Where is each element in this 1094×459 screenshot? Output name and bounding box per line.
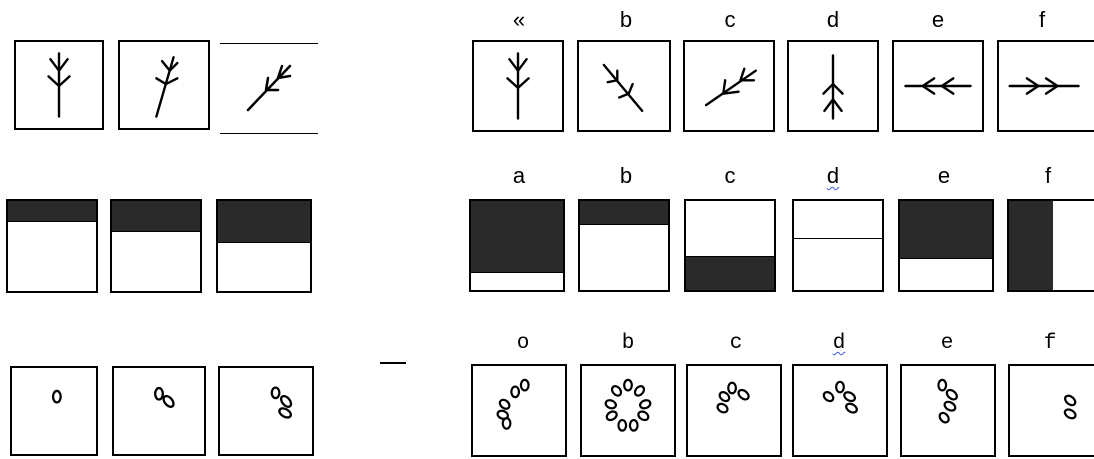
seed-chain-four-icon (937, 378, 958, 424)
row1-label-a: « (512, 7, 526, 32)
row2-option-b[interactable] (578, 199, 670, 292)
row1-label-d: d (826, 7, 840, 32)
row3-label-b: b (621, 332, 635, 355)
row1-label-e: e (931, 7, 945, 32)
branch-seq-1 (14, 40, 104, 130)
seed-cluster-four-icon (716, 381, 750, 414)
branch-seq-2 (118, 40, 210, 130)
row1-option-a[interactable] (472, 40, 564, 132)
shade-seq-1 (6, 199, 98, 293)
row1-option-c[interactable] (683, 40, 775, 132)
branch-left-icon (904, 77, 972, 95)
seed-pair-icon (1063, 394, 1077, 420)
row3-option-b[interactable] (580, 364, 676, 457)
row1-label-b: b (619, 7, 633, 32)
row2-option-f[interactable] (1007, 199, 1094, 292)
dash-separator (380, 362, 406, 364)
branch-upright-icon (506, 52, 530, 120)
row3-label-f: f (1043, 332, 1057, 355)
row2-label-e: e (937, 163, 951, 188)
seq-3-top-line (220, 43, 318, 44)
seed-two-icon (154, 386, 175, 408)
row2-label-b: b (619, 163, 633, 188)
row2-option-c[interactable] (684, 199, 776, 292)
branch-up-right-icon (704, 67, 757, 107)
row3-option-d[interactable] (792, 364, 888, 457)
seed-seq-3 (218, 366, 314, 456)
branch-tilted-icon (155, 56, 179, 118)
seed-cluster-four-b-icon (822, 380, 858, 414)
row2-label-d: d (826, 163, 840, 188)
row1-option-f[interactable] (997, 40, 1094, 132)
row1-label-f: f (1038, 7, 1046, 32)
row1-label-c: c (724, 7, 736, 32)
row3-label-e: e (940, 332, 954, 355)
shade-seq-3 (216, 199, 312, 293)
seed-seq-2 (112, 366, 206, 456)
branch-right-icon (1008, 77, 1080, 95)
row1-option-e[interactable] (892, 40, 984, 132)
branch-upright-icon (47, 52, 71, 118)
row3-label-a: o (516, 332, 530, 355)
row2-label-c: c (724, 163, 736, 188)
row3-label-d: d (832, 332, 846, 355)
row2-option-d[interactable] (792, 199, 884, 292)
row2-option-a[interactable] (469, 199, 565, 292)
branch-diagonal-icon (246, 64, 292, 112)
row3-option-a[interactable] (471, 364, 567, 457)
row3-option-f[interactable] (1008, 364, 1094, 457)
row1-option-d[interactable] (787, 40, 879, 132)
seed-ring-icon (604, 378, 652, 432)
row2-label-f: f (1044, 163, 1052, 188)
row3-option-e[interactable] (900, 364, 996, 457)
row1-option-b[interactable] (577, 40, 671, 132)
seed-three-icon (270, 386, 293, 419)
seed-one-icon (51, 389, 62, 404)
row2-label-a: a (512, 163, 526, 188)
shade-seq-2 (110, 199, 202, 293)
branch-down-right-icon (602, 63, 644, 113)
seq-3-bottom-line (220, 133, 318, 134)
branch-inverted-icon (822, 54, 844, 120)
seed-arc-five-icon (496, 378, 530, 430)
row3-label-c: c (729, 332, 743, 355)
seed-seq-1 (10, 366, 98, 456)
row2-option-e[interactable] (898, 199, 994, 292)
row3-option-c[interactable] (686, 364, 782, 457)
